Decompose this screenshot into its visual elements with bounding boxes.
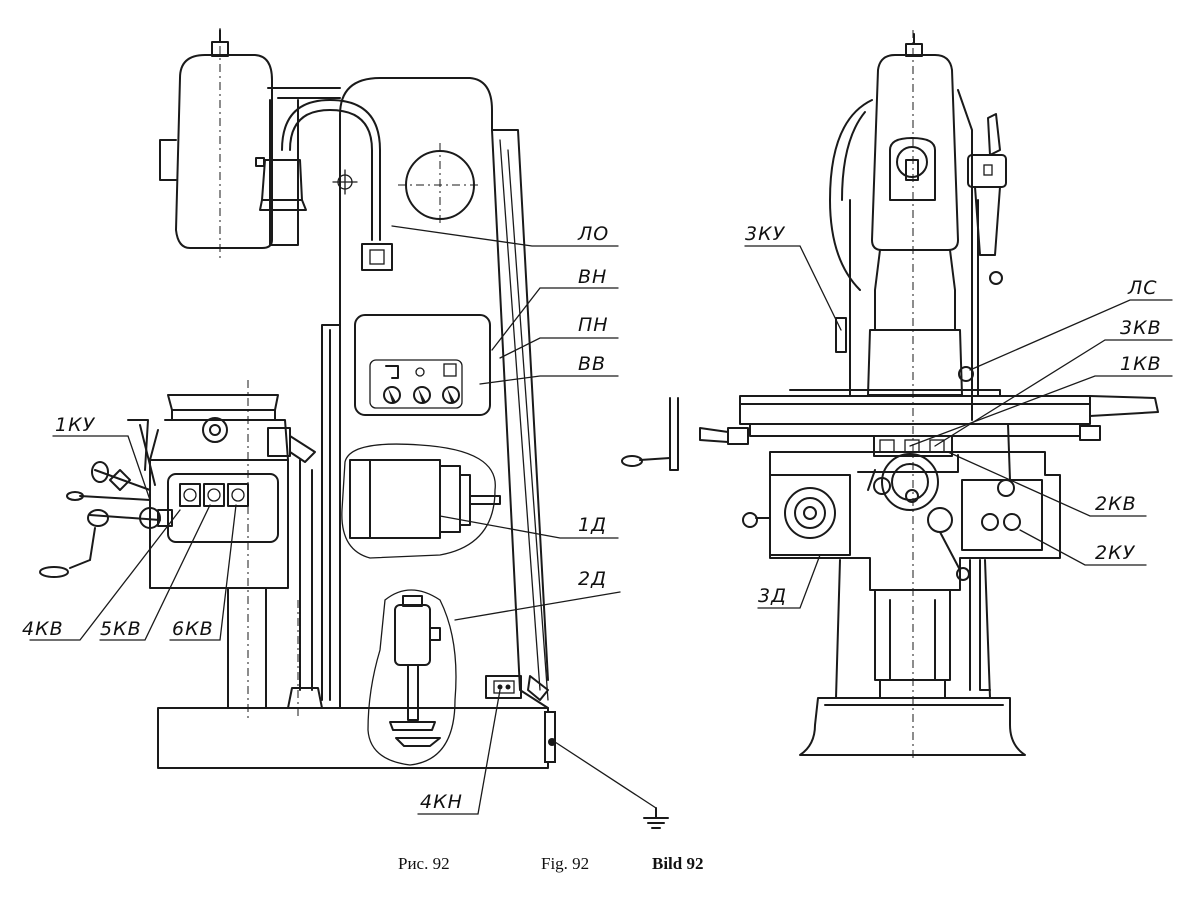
caption-en: Fig. 92 — [541, 854, 589, 873]
front-base — [799, 697, 1026, 756]
table-side — [167, 394, 279, 411]
switch-4kv — [179, 483, 201, 507]
label-1d: 1Д — [578, 514, 607, 536]
light-switch-lo — [361, 243, 393, 271]
front-view — [621, 30, 1159, 760]
labels-right: 3КУ ЛС 3КВ 1КВ 2КВ 2КУ 3Д — [745, 223, 1162, 607]
leader-lines-left — [29, 225, 621, 815]
button-box-4kn — [485, 675, 522, 699]
caption-de: Bild 92 — [652, 854, 704, 873]
label-6kv: 6КВ — [172, 618, 214, 640]
motor-2d-outline — [367, 589, 457, 766]
switch-ls — [958, 366, 974, 382]
base — [157, 707, 549, 769]
label-5kv: 5КВ — [100, 618, 142, 640]
front-head — [871, 54, 959, 251]
label-vn: ВН — [578, 266, 607, 288]
base-foot-block — [544, 711, 556, 763]
switch-5kv — [203, 483, 225, 507]
switch-panel — [167, 473, 279, 543]
knee — [149, 459, 289, 589]
label-pn: ПН — [578, 314, 609, 336]
side-view — [39, 28, 669, 829]
switch-3ku — [835, 317, 847, 353]
label-2d: 2Д — [578, 568, 607, 590]
caption-ru: Рис. 92 — [398, 854, 450, 873]
label-vv: ВВ — [578, 353, 606, 375]
switch-2ku-box — [961, 479, 1043, 551]
lamp — [261, 159, 303, 201]
switch-6kv — [227, 483, 249, 507]
label-ls: ЛС — [1127, 277, 1158, 299]
label-4kv: 4КВ — [22, 618, 64, 640]
motor-1d-outline — [341, 443, 496, 559]
motor-2d — [394, 604, 431, 666]
lamp-arm — [281, 99, 381, 241]
label-1kv: 1КВ — [1120, 353, 1162, 375]
motor-3d — [769, 474, 851, 556]
motor-1d — [349, 459, 441, 539]
leader-lines-right — [744, 245, 1173, 609]
milling-head — [175, 54, 273, 249]
label-4kn: 4КН — [420, 791, 463, 813]
caption: Рис. 92 Fig. 92 Bild 92 — [398, 854, 704, 873]
front-knee — [769, 451, 1061, 591]
label-3kv: 3КВ — [1120, 317, 1162, 339]
switch-cluster-kv — [873, 435, 953, 457]
label-2ku: 2КУ — [1095, 542, 1136, 564]
front-lamp — [967, 154, 1007, 188]
column — [339, 77, 549, 709]
front-table — [739, 395, 1091, 425]
label-3ku: 3КУ — [745, 223, 786, 245]
label-3d: 3Д — [758, 585, 787, 607]
label-1ku: 1КУ — [55, 414, 96, 436]
label-2kv: 2КВ — [1095, 493, 1137, 515]
labels-left: ЛО ВН ПН ВВ 1Д 2Д 1КУ 4КВ 5КВ 6КВ 4КН — [22, 223, 609, 813]
control-panel — [354, 314, 491, 416]
label-lo: ЛО — [577, 223, 609, 245]
